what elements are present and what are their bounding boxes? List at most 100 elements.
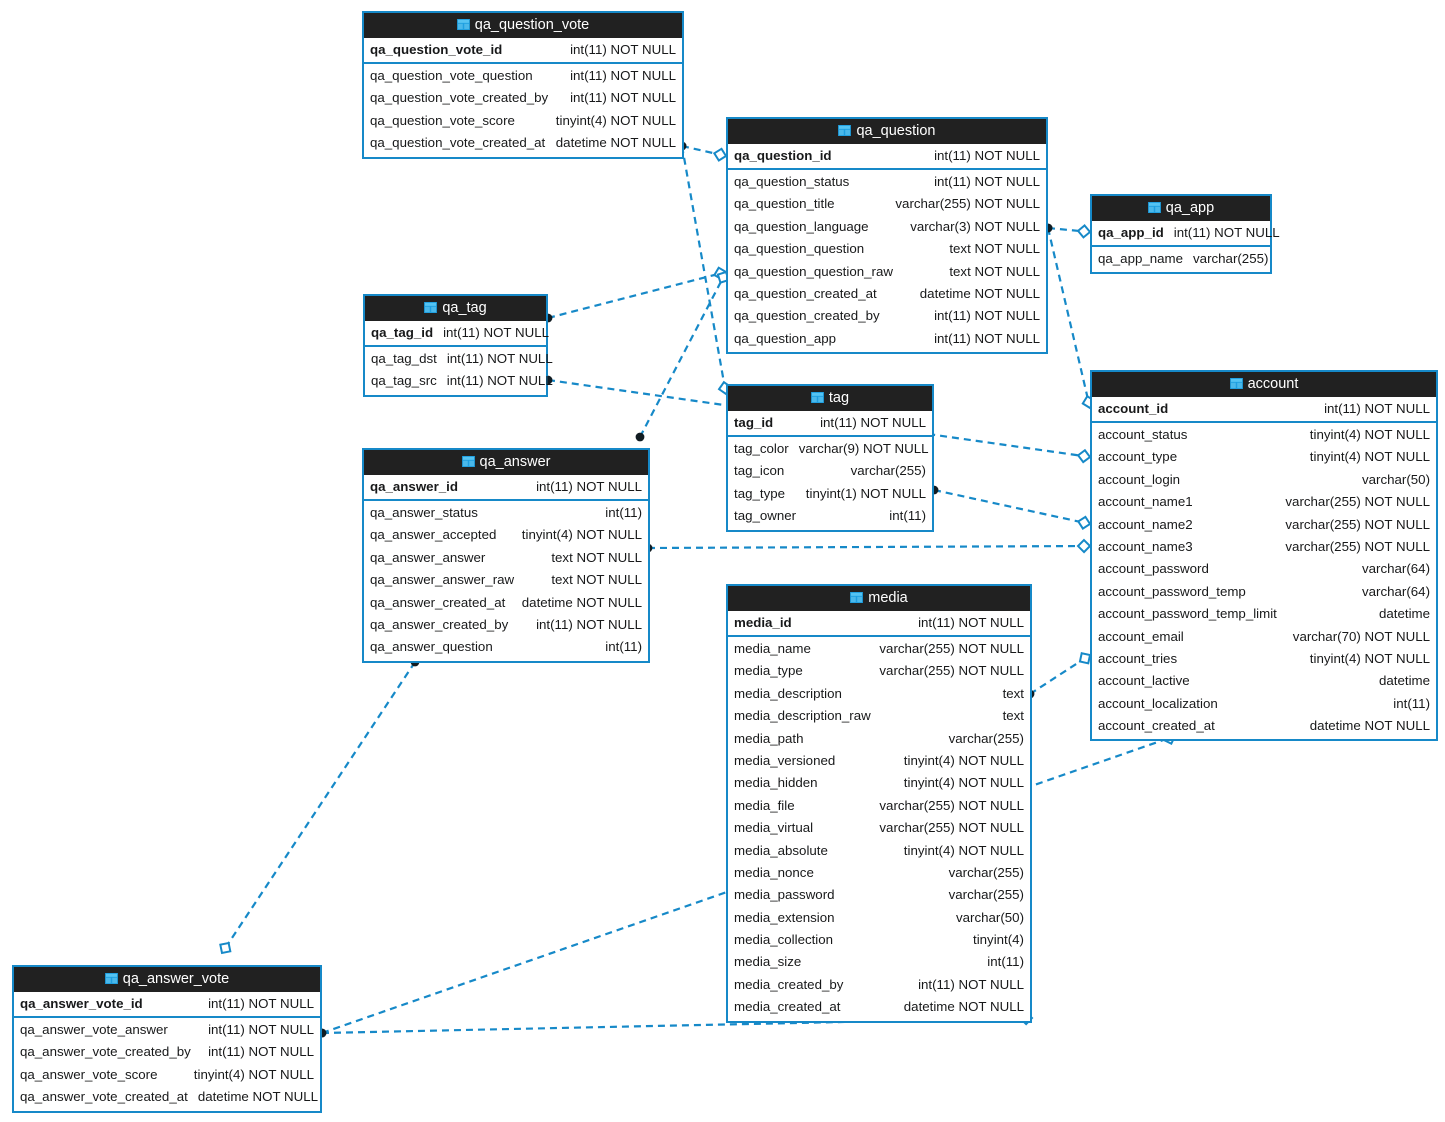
field-type: text [1002,685,1024,701]
entity-header[interactable]: qa_question_vote [364,13,682,38]
table-icon [1229,378,1243,389]
entity-header[interactable]: media [728,586,1030,611]
entity-header[interactable]: qa_answer [364,450,648,475]
entity-header[interactable]: tag [728,386,932,411]
table-icon [810,392,824,403]
field-type: int(11) NOT NULL [570,90,676,106]
field-type: int(11) NOT NULL [934,174,1040,189]
field-name: account_name2 [1098,516,1193,532]
field-name: qa_question_created_at [734,285,877,301]
entity-header[interactable]: qa_question [728,119,1046,144]
field-name: media_path [734,730,804,746]
field-type: datetime [1379,673,1430,689]
entity-header[interactable]: qa_answer_vote [14,967,320,992]
entity-header[interactable]: account [1092,372,1436,397]
entity-header[interactable]: qa_app [1092,196,1270,221]
entity-header[interactable]: qa_tag [365,296,546,321]
